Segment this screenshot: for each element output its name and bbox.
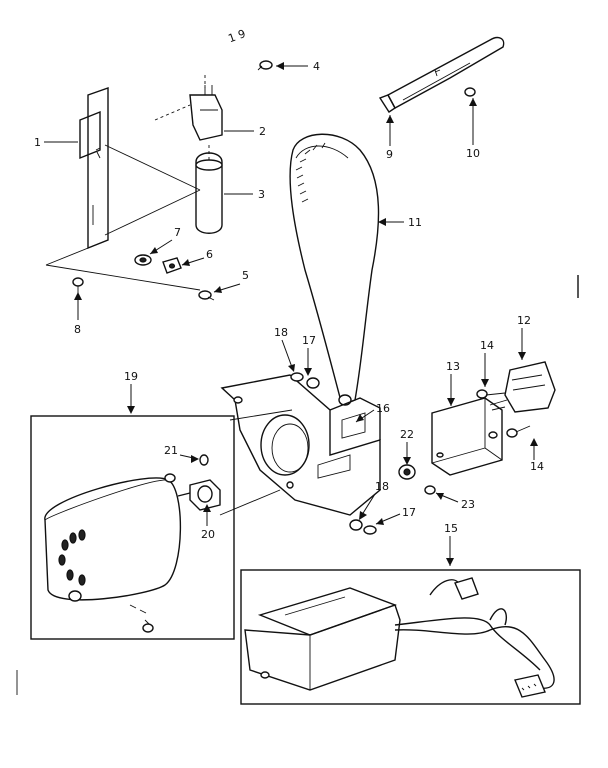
callout-19: 19 bbox=[124, 370, 138, 383]
callout-15: 15 bbox=[444, 522, 458, 535]
callout-18-lower: 18 bbox=[375, 480, 389, 493]
top-mark: 1 9 bbox=[226, 27, 247, 45]
motor-bracket-assembly bbox=[220, 372, 436, 535]
callout-17-lower: 17 bbox=[402, 506, 416, 519]
belt bbox=[289, 133, 380, 406]
callout-22: 22 bbox=[400, 428, 414, 441]
cover-plate-assembly bbox=[378, 36, 505, 113]
callout-16: 16 bbox=[376, 402, 390, 415]
callout-5: 5 bbox=[242, 269, 249, 282]
hinge-bracket-assembly bbox=[45, 60, 273, 301]
switch-cover-assembly bbox=[431, 361, 556, 476]
callout-1: 1 bbox=[34, 136, 41, 149]
callout-13: 13 bbox=[446, 360, 460, 373]
callout-14-upper: 14 bbox=[480, 339, 494, 352]
callout-9: 9 bbox=[386, 148, 393, 161]
callout-4: 4 bbox=[313, 60, 320, 73]
callout-6: 6 bbox=[206, 248, 213, 261]
callout-11: 11 bbox=[408, 216, 422, 229]
callout-7: 7 bbox=[174, 226, 181, 239]
callout-14-lower: 14 bbox=[530, 460, 544, 473]
callouts: 1 9 1 2 3 4 5 6 7 8 9 10 bbox=[34, 27, 544, 566]
callout-18-upper: 18 bbox=[274, 326, 288, 339]
callout-8: 8 bbox=[74, 323, 81, 336]
callout-21: 21 bbox=[164, 444, 178, 457]
callout-2: 2 bbox=[259, 125, 266, 138]
callout-3: 3 bbox=[258, 188, 265, 201]
foot-controller-assembly bbox=[240, 569, 581, 705]
callout-23: 23 bbox=[461, 498, 475, 511]
motor-vents bbox=[58, 529, 86, 586]
callout-10: 10 bbox=[466, 147, 480, 160]
callout-12: 12 bbox=[517, 314, 531, 327]
callout-20: 20 bbox=[201, 528, 215, 541]
motor-assembly bbox=[30, 409, 293, 640]
belt-teeth bbox=[295, 142, 326, 203]
callout-17-upper: 17 bbox=[302, 334, 316, 347]
